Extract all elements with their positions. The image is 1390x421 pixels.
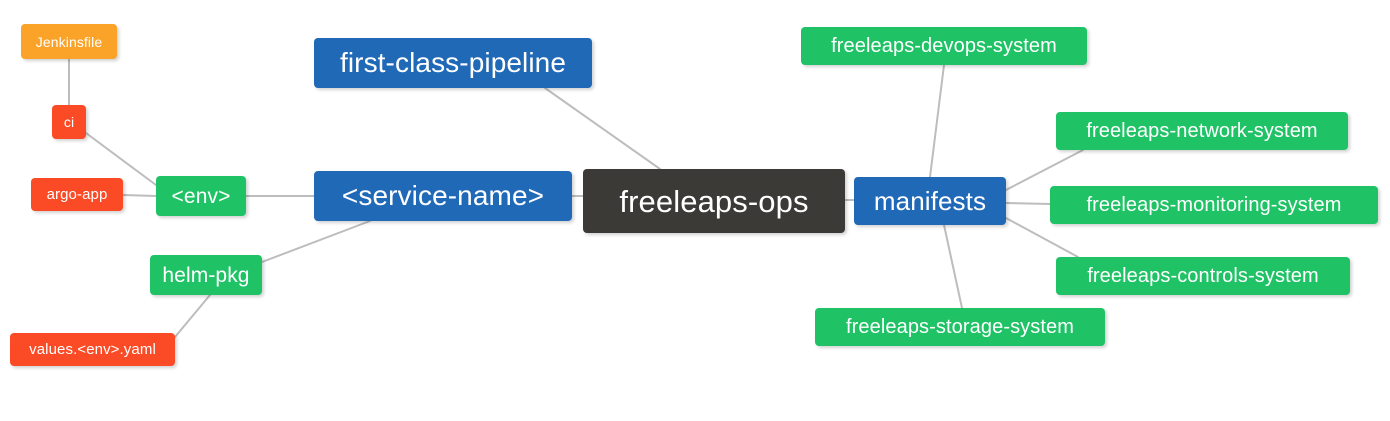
mindmap-node-service-name[interactable]: <service-name> [314, 171, 572, 221]
mindmap-node-helm-pkg[interactable]: helm-pkg [150, 255, 262, 295]
edge-manifests-to-freeleaps-controls-system [1005, 217, 1079, 258]
mindmap-node-values-yaml[interactable]: values.<env>.yaml [10, 333, 175, 366]
edge-manifests-to-freeleaps-storage-system [943, 224, 963, 309]
mindmap-node-freeleaps-controls-system[interactable]: freeleaps-controls-system [1056, 257, 1350, 295]
edge-manifests-to-freeleaps-devops-system [929, 64, 945, 178]
edge-ci-to-env [85, 132, 157, 186]
edge-manifests-to-freeleaps-network-system [1005, 149, 1084, 191]
edge-manifests-to-freeleaps-monitoring-system [1005, 202, 1051, 205]
mindmap-node-jenkinsfile[interactable]: Jenkinsfile [21, 24, 117, 59]
mindmap-node-first-class-pipeline[interactable]: first-class-pipeline [314, 38, 592, 88]
mindmap-node-manifests[interactable]: manifests [854, 177, 1006, 225]
mindmap-node-argo-app[interactable]: argo-app [31, 178, 123, 211]
mindmap-node-freeleaps-monitoring-system[interactable]: freeleaps-monitoring-system [1050, 186, 1378, 224]
mindmap-node-freeleaps-network-system[interactable]: freeleaps-network-system [1056, 112, 1348, 150]
mindmap-node-env[interactable]: <env> [156, 176, 246, 216]
mindmap-node-freeleaps-ops[interactable]: freeleaps-ops [583, 169, 845, 233]
mindmap-node-ci[interactable]: ci [52, 105, 86, 139]
edge-first-class-pipeline-to-freeleaps-ops [544, 87, 661, 170]
edge-helm-pkg-to-service-name [261, 220, 371, 263]
edge-argo-app-to-env [122, 194, 157, 197]
mindmap-node-freeleaps-storage-system[interactable]: freeleaps-storage-system [815, 308, 1105, 346]
edge-values-yaml-to-helm-pkg [174, 294, 211, 338]
mindmap-node-freeleaps-devops-system[interactable]: freeleaps-devops-system [801, 27, 1087, 65]
